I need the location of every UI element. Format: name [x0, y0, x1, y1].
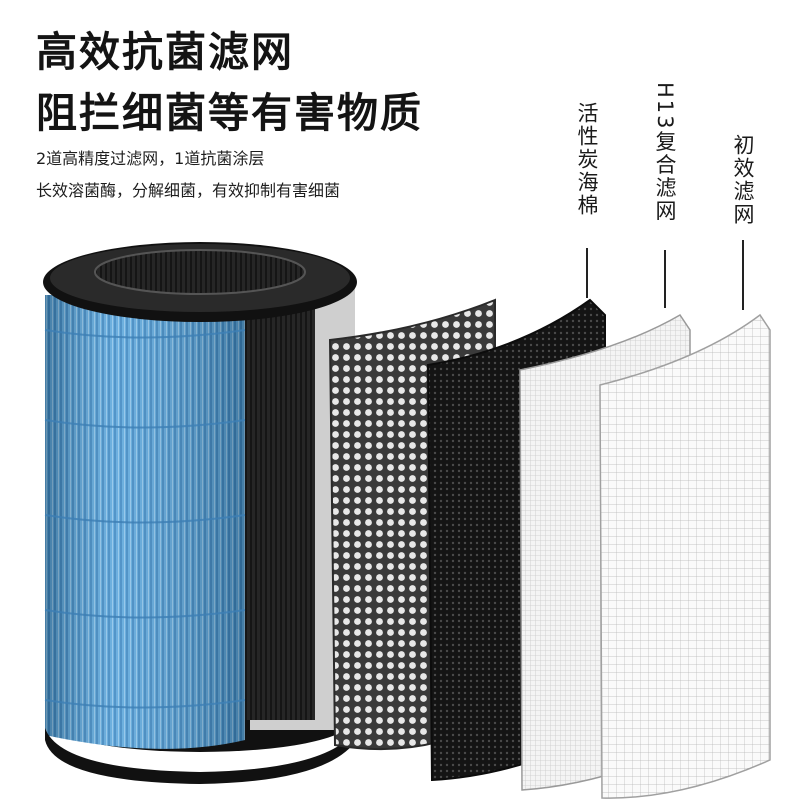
- headline-line-2: 阻拦细菌等有害物质: [36, 89, 423, 137]
- leader-h13: [664, 250, 666, 308]
- subtitle-line-2: 长效溶菌酶，分解细菌，有效抑制有害细菌: [36, 181, 341, 200]
- subtitle-line-1: 2道高精度过滤网，1道抗菌涂层: [36, 149, 265, 168]
- leader-primary: [742, 240, 744, 310]
- top-opening: [95, 250, 305, 294]
- leader-activated-carbon: [586, 248, 588, 298]
- inner-carbon-layer: [245, 300, 315, 720]
- label-primary: 初效滤网: [731, 134, 755, 226]
- label-h13: H13复合滤网: [653, 82, 677, 223]
- filter-bands: [44, 329, 246, 709]
- bottom-ring: [45, 728, 358, 784]
- primary-sheet-layer: [599, 313, 771, 799]
- headline-line-1: 高效抗菌滤网: [36, 28, 294, 76]
- cylinder-filter: [43, 242, 358, 784]
- label-activated-carbon: 活性炭海棉: [575, 102, 599, 217]
